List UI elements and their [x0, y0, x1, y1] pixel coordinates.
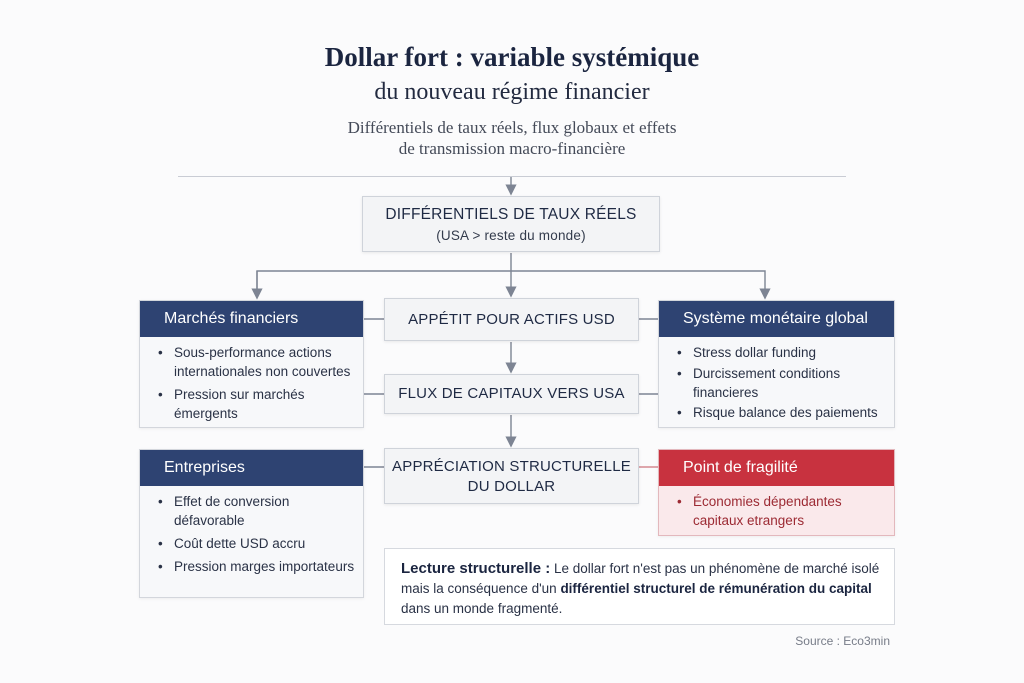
lecture-emphasis: différentiel structurel de rémunération … — [560, 581, 872, 596]
diagram-subtitle: du nouveau régime financier — [374, 79, 650, 105]
list-item: •Pression sur marchés émergents — [158, 387, 305, 421]
box-differentiels-note: (USA > reste du monde) — [436, 228, 586, 243]
diagram-title: Dollar fort : variable systémique — [324, 42, 700, 72]
header-divider — [178, 176, 846, 177]
lecture-lead: Lecture structurelle : — [401, 560, 551, 577]
panel-body: •Économies dépendantes capitaux etranger… — [659, 486, 894, 535]
box-differentiels-taux: DIFFÉRENTIELS DE TAUX RÉELS (USA > reste… — [362, 196, 660, 252]
box-appreciation-dollar: APPRÉCIATION STRUCTURELLE DU DOLLAR — [384, 448, 639, 504]
panel-body: •Sous-performance actions internationale… — [140, 337, 363, 427]
source-credit: Source : Eco3min — [795, 634, 890, 648]
box-flux-capitaux: FLUX DE CAPITAUX VERS USA — [384, 374, 639, 414]
list-item: •Risque balance des paiements — [677, 405, 878, 420]
list-item: •Stress dollar funding — [677, 345, 817, 360]
description-line-2: de transmission macro-financière — [398, 139, 626, 158]
panel-marches-financiers: Marchés financiers •Sous-performance act… — [139, 300, 364, 428]
lecture-text-2: dans un monde fragmenté. — [401, 601, 563, 616]
panel-body: •Stress dollar funding •Durcissement con… — [659, 337, 894, 427]
lecture-structurelle-note: Lecture structurelle : Le dollar fort n'… — [384, 548, 895, 625]
panel-systeme-monetaire: Système monétaire global •Stress dollar … — [658, 300, 895, 428]
appreciation-line-1: APPRÉCIATION STRUCTURELLE — [392, 458, 631, 475]
panel-title: Marchés financiers — [140, 301, 363, 337]
panel-title: Entreprises — [140, 450, 363, 486]
panel-entreprises: Entreprises •Effet de conversion défavor… — [139, 449, 364, 598]
panel-title: Système monétaire global — [659, 301, 894, 337]
list-item: •Durcissement conditions financieres — [677, 366, 841, 400]
list-item: •Coût dette USD accru — [158, 536, 306, 551]
lecture-text-1: Le dollar fort n'est pas un phénomène de… — [401, 561, 880, 596]
panel-point-fragilite: Point de fragilité •Économies dépendante… — [658, 449, 895, 536]
list-item: •Effet de conversion défavorable — [158, 494, 290, 528]
box-differentiels-title: DIFFÉRENTIELS DE TAUX RÉELS — [385, 206, 637, 223]
list-item: •Économies dépendantes capitaux etranger… — [677, 494, 842, 528]
list-item: •Sous-performance actions internationale… — [158, 345, 351, 379]
description-line-1: Différentiels de taux réels, flux globau… — [347, 118, 677, 137]
panel-body: •Effet de conversion défavorable •Coût d… — [140, 486, 363, 597]
panel-title: Point de fragilité — [659, 450, 894, 486]
list-item: •Pression marges importateurs — [158, 559, 355, 574]
appreciation-line-2: DU DOLLAR — [467, 478, 556, 495]
box-appetit-actifs: APPÉTIT POUR ACTIFS USD — [384, 298, 639, 341]
